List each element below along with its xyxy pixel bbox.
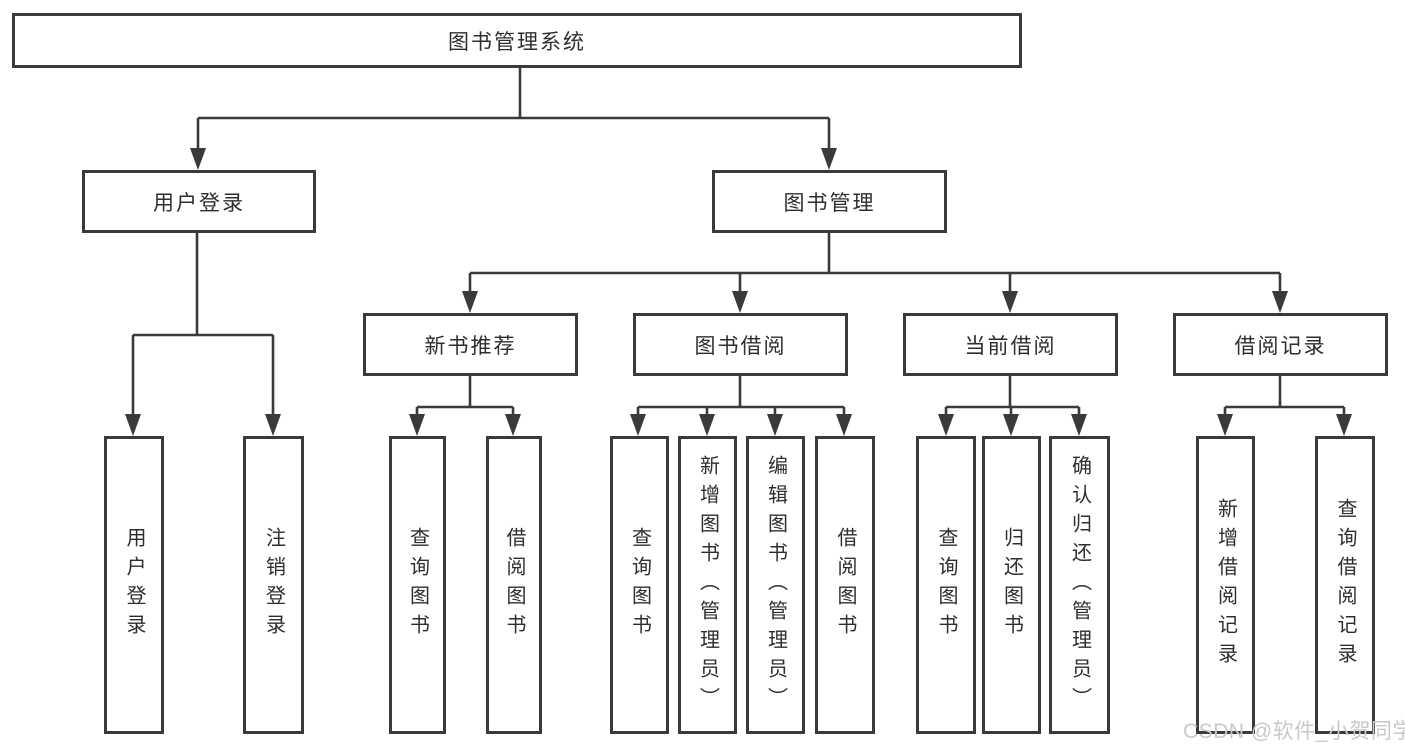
watermark: CSDN @软件_小贺同学	[1183, 720, 1405, 743]
leaf-query-borrow-record-label: 查询借阅记录	[1334, 498, 1356, 672]
leaf-confirm-return-admin: 确认归还（管理员）	[1049, 436, 1110, 734]
node-new-book-recommend-label: 新书推荐	[424, 334, 517, 358]
node-book-management: 图书管理	[712, 170, 947, 233]
leaf-query-books-borrowing-label: 查询图书	[628, 527, 651, 643]
node-user-login: 用户登录	[82, 170, 316, 233]
node-root: 图书管理系统	[12, 13, 1022, 68]
node-new-book-recommend: 新书推荐	[363, 313, 578, 376]
node-book-borrowing-label: 图书借阅	[694, 334, 787, 358]
node-borrowing-records: 借阅记录	[1173, 313, 1388, 376]
leaf-edit-books-admin-label: 编辑图书（管理员）	[764, 454, 787, 716]
leaf-return-books: 归还图书	[982, 436, 1041, 734]
node-user-login-label: 用户登录	[153, 191, 245, 215]
node-book-management-label: 图书管理	[783, 191, 876, 215]
leaf-query-books-recommend: 查询图书	[389, 436, 446, 734]
leaf-return-books-label: 归还图书	[1000, 527, 1023, 643]
arrowhead-icons	[125, 148, 1352, 436]
leaf-add-borrow-record: 新增借阅记录	[1196, 436, 1255, 734]
leaf-user-login-label: 用户登录	[123, 527, 145, 643]
node-borrowing-records-label: 借阅记录	[1234, 334, 1327, 358]
leaf-logout-label: 注销登录	[262, 527, 285, 643]
leaf-add-books-admin: 新增图书（管理员）	[678, 436, 737, 734]
leaf-borrow-books: 借阅图书	[815, 436, 875, 734]
leaf-user-login: 用户登录	[104, 436, 164, 734]
leaf-add-borrow-record-label: 新增借阅记录	[1214, 498, 1237, 672]
leaf-logout: 注销登录	[243, 436, 304, 734]
leaf-edit-books-admin: 编辑图书（管理员）	[746, 436, 805, 734]
leaf-query-books-current-label: 查询图书	[935, 527, 957, 643]
leaf-borrow-books-recommend: 借阅图书	[486, 436, 542, 734]
leaf-query-books-current: 查询图书	[916, 436, 976, 734]
node-current-borrowing: 当前借阅	[903, 313, 1118, 376]
leaf-query-books-borrowing: 查询图书	[610, 436, 669, 734]
leaf-borrow-books-label: 借阅图书	[834, 527, 856, 643]
leaf-confirm-return-admin-label: 确认归还（管理员）	[1068, 454, 1091, 716]
node-book-borrowing: 图书借阅	[633, 313, 848, 376]
leaf-borrow-books-recommend-label: 借阅图书	[503, 527, 525, 643]
leaf-add-books-admin-label: 新增图书（管理员）	[696, 454, 719, 716]
node-root-label: 图书管理系统	[448, 30, 586, 54]
leaf-query-borrow-record: 查询借阅记录	[1315, 436, 1375, 734]
leaf-query-books-recommend-label: 查询图书	[406, 527, 429, 643]
node-current-borrowing-label: 当前借阅	[964, 334, 1057, 358]
